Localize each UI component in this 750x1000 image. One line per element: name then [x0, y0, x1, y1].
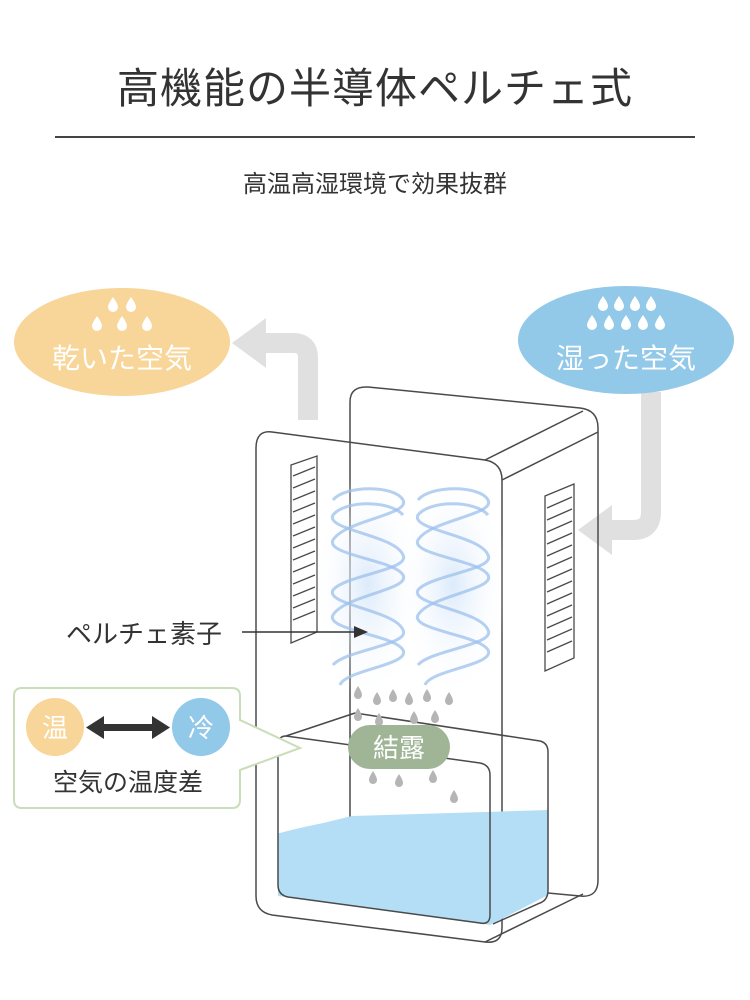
peltier-element-callout: ペルチェ素子: [66, 620, 368, 650]
humid-air-inflow-arrow: [578, 392, 661, 555]
right-vent-grille: [544, 483, 575, 673]
condensation-drops: [354, 686, 458, 803]
title-divider: [55, 136, 695, 138]
temperature-difference-callout: 温 冷 空気の温度差: [13, 687, 303, 809]
warm-label: 温: [42, 714, 68, 744]
cold-circle: [172, 698, 230, 756]
page-title: 高機能の半導体ペルチェ式: [116, 64, 633, 113]
double-arrow-icon: [86, 716, 170, 739]
humid-air-bubble: 湿った空気: [518, 286, 734, 394]
dry-air-outflow-arrow: [232, 318, 318, 420]
dehumidifier-body: [255, 386, 599, 943]
pointer-arrow-icon: [354, 626, 368, 638]
water-tank: [277, 712, 549, 925]
water-drop-icon: [92, 297, 152, 331]
peltier-airflow-spirals: [313, 470, 508, 700]
warm-circle: [26, 698, 84, 756]
page-subtitle: 高温高湿環境で効果抜群: [243, 170, 507, 198]
condensation-badge: 結露: [348, 725, 450, 769]
cold-label: 冷: [188, 714, 214, 744]
condensation-label: 結露: [373, 734, 425, 764]
left-vent-grille: [290, 455, 318, 644]
peltier-label: ペルチェ素子: [66, 620, 222, 650]
dry-air-label: 乾いた空気: [52, 342, 192, 375]
dry-air-bubble: 乾いた空気: [14, 288, 230, 396]
temp-diff-label: 空気の温度差: [53, 768, 203, 797]
humid-air-label: 湿った空気: [556, 342, 696, 375]
water-drop-icon: [587, 296, 665, 330]
